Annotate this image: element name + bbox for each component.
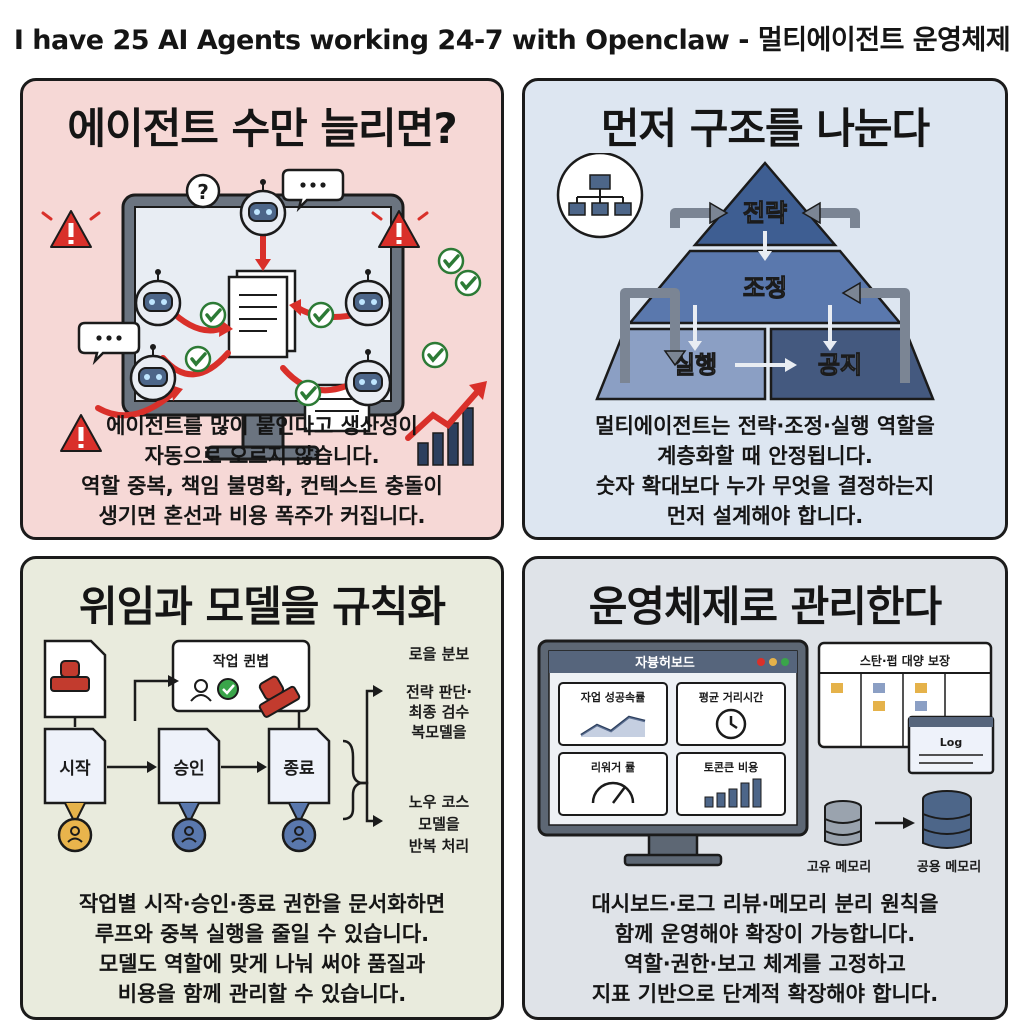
svg-text:시작: 시작 (59, 759, 91, 779)
board-label: 작업 퀸볍 (213, 653, 269, 670)
panel-delegation-rules: 위임과 모델을 규칙화 작업 퀸볍 시작 (20, 556, 504, 1020)
svg-text:자업 성공속률: 자업 성공속률 (581, 690, 646, 704)
pyramid-right-layer (769, 327, 935, 401)
hierarchy-pyramid: 전략 조정 실행 공지 (556, 153, 935, 401)
panel-body-text: 작업별 시작·승인·종료 권한을 문서화하면 루프와 중복 실행을 줄일 수 있… (78, 892, 446, 1006)
log-label: Log (940, 736, 962, 749)
pyramid-label-right: 공지 (818, 351, 862, 379)
page-title: I have 25 AI Agents working 24-7 with Op… (13, 25, 1011, 56)
svg-text:종료: 종료 (283, 759, 315, 779)
feedback-arrows (620, 208, 910, 383)
shared-memory-icon (922, 790, 972, 849)
side-label-bottom: 노우 코스 (409, 793, 470, 811)
private-memory-icon (824, 800, 862, 846)
approval-stamp-icon (258, 675, 301, 718)
panel-heading: 에이전트 수만 늘리면? (67, 104, 457, 153)
check-icon (294, 379, 322, 407)
metric-card-success-rate: 자업 성공속률 (558, 682, 668, 746)
pyramid-label-middle: 조정 (743, 274, 787, 302)
medal-blue-icon (281, 802, 317, 853)
robot-icon (239, 177, 287, 237)
panel-operating-system: 운영체제로 관리한다 자븅허보드 자업 성공속률 평균 거리시간 리워거 률 (522, 556, 1008, 1020)
svg-text:?: ? (197, 180, 209, 204)
pyramid-left-layer (595, 327, 767, 401)
org-chart-icon (556, 153, 644, 239)
svg-text:평균 거리시간: 평균 거리시간 (699, 690, 764, 704)
warning-icon (50, 210, 92, 248)
check-icon (437, 247, 465, 275)
svg-text:리워거 률: 리워거 률 (591, 760, 635, 774)
memory-label-shared: 공용 메모리 (917, 859, 981, 875)
rising-chart-icon (405, 381, 487, 466)
workflow-diagram: 작업 퀸볍 시작 승인 종료 (43, 639, 472, 855)
step-end: 종료 (267, 727, 331, 805)
panel-structure: 먼저 구조를 나눈다 전략 조정 실행 공지 (522, 78, 1008, 540)
dashboard-title: 자븅허보드 (635, 655, 695, 671)
metric-card-avg-time: 평균 거리시간 (676, 682, 786, 746)
panel-too-many-agents: 에이전트 수만 늘리면? (20, 78, 504, 540)
panel-body-text: 멀티에이전트는 전략·조정·실행 역할을 계층화할 때 안정됩니다. 숫자 확대… (595, 414, 935, 528)
check-icon (307, 301, 335, 329)
medal-blue-icon (171, 802, 207, 853)
metric-card-review-rate: 리워거 률 (558, 752, 668, 816)
check-icon (421, 341, 449, 369)
kanban-title: 스탄·펍 대양 보장 (860, 653, 950, 668)
svg-text:승인: 승인 (173, 759, 204, 779)
pyramid-label-top: 전략 (743, 199, 787, 227)
gauge-icon (591, 781, 635, 804)
medal-gold-icon (57, 802, 93, 853)
panel-body-text: 대시보드·로그 리뷰·메모리 분리 원칙을 함께 운영해야 확장이 가능합니다.… (591, 892, 939, 1006)
log-window: Log (907, 715, 995, 775)
clock-icon (715, 708, 747, 740)
panel-body-text: 에이전트를 많이 붙인다고 생산성이 자동으로 오르지 않습니다. 역할 중복,… (81, 414, 443, 528)
check-icon (454, 269, 482, 297)
dashboard-illustration: 자븅허보드 자업 성공속률 평균 거리시간 리워거 률 토콘큰 비용 (537, 639, 995, 875)
metric-card-token-cost: 토콘큰 비용 (676, 752, 786, 816)
flow-arrows (693, 231, 832, 367)
svg-text:모델을: 모델을 (418, 815, 460, 833)
stamp-document-icon (43, 639, 107, 719)
question-bubble-icon: ? (185, 173, 221, 209)
memory-label-private: 고유 메모리 (807, 859, 871, 875)
svg-text:최종 검수: 최종 검수 (409, 703, 470, 721)
svg-text:반복 처리: 반복 처리 (409, 837, 469, 855)
check-icon (184, 345, 212, 373)
panel-heading: 위임과 모델을 규칙화 (78, 582, 446, 631)
panel-heading: 먼저 구조를 나눈다 (600, 104, 930, 153)
panel-heading: 운영체제로 관리한다 (588, 582, 942, 631)
check-icon (199, 301, 227, 329)
check-icon (217, 678, 239, 700)
step-approve: 승인 (157, 727, 221, 805)
svg-text:토콘큰 비용: 토콘큰 비용 (704, 760, 758, 774)
chaos-illustration: ? (41, 168, 487, 466)
side-label-mid: 전략 판단· (406, 683, 472, 701)
side-label-top: 로을 분보 (409, 645, 470, 663)
svg-text:복모델을: 복모델을 (411, 723, 466, 741)
step-start: 시작 (43, 727, 107, 805)
